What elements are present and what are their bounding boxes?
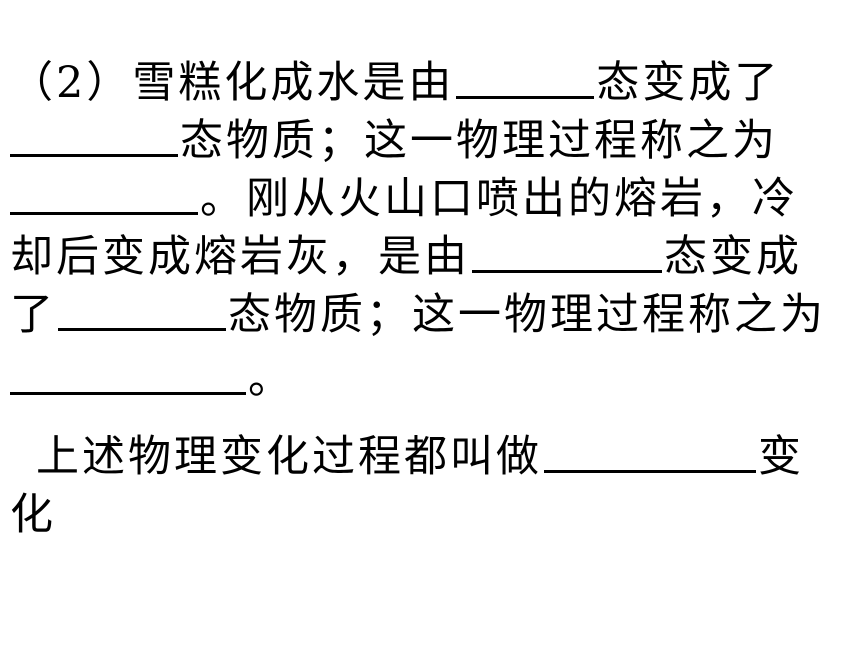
question-text: 态物质；这一物理过程称之为 — [228, 290, 826, 340]
question-line-5: 了 态物质；这一物理过程称之为 — [10, 290, 826, 340]
question-text: 。 — [248, 354, 294, 404]
summary-text: 化 — [10, 490, 56, 540]
answer-blank-3[interactable] — [10, 174, 198, 215]
answer-blank-1[interactable] — [456, 58, 595, 99]
summary-text: 变 — [758, 432, 804, 482]
answer-blank-5[interactable] — [58, 290, 226, 331]
answer-blank-7[interactable] — [544, 432, 756, 473]
question-line-2: 态物质；这一物理过程称之为 — [10, 116, 778, 166]
question-text: 了 — [10, 290, 56, 340]
question-text: 却后变成熔岩灰，是由 — [10, 232, 470, 282]
answer-blank-6[interactable] — [10, 354, 246, 395]
question-line-1: （2）雪糕化成水是由 态变成了 — [10, 58, 780, 108]
question-text: 态物质；这一物理过程称之为 — [180, 116, 778, 166]
question-text: （2）雪糕化成水是由 — [10, 58, 455, 108]
question-text: 。刚从火山口喷出的熔岩，冷 — [200, 174, 798, 224]
question-text: 态变成 — [664, 232, 802, 282]
question-text: 态变成了 — [596, 58, 781, 108]
summary-line-1: 上述物理变化过程都叫做 变 — [36, 432, 804, 482]
summary-line-2: 化 — [10, 490, 56, 540]
summary-text: 上述物理变化过程都叫做 — [36, 432, 542, 482]
question-line-3: 。刚从火山口喷出的熔岩，冷 — [10, 174, 798, 224]
answer-blank-4[interactable] — [472, 232, 662, 273]
answer-blank-2[interactable] — [10, 116, 178, 157]
question-line-4: 却后变成熔岩灰，是由 态变成 — [10, 232, 802, 282]
question-line-6: 。 — [10, 354, 294, 404]
